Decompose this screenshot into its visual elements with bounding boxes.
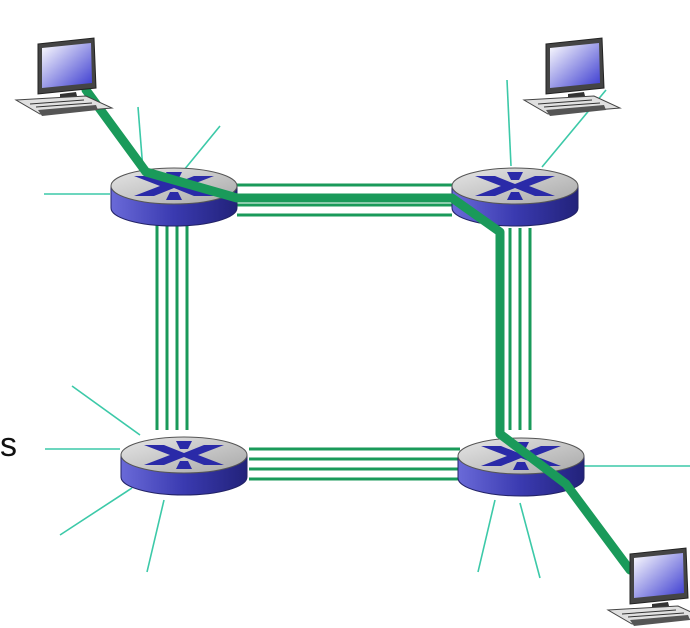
access-line [146, 499, 165, 573]
router-top-right [451, 167, 579, 227]
link-bottom [249, 447, 460, 481]
link-left [155, 225, 189, 430]
access-line [183, 125, 221, 171]
access-line [506, 79, 512, 167]
access-line [59, 487, 133, 536]
access-line [519, 502, 541, 579]
access-lines [44, 79, 690, 579]
active-circuit-path [81, 85, 635, 575]
desktop-computer-icon [15, 37, 113, 117]
desktop-computer-icon [523, 37, 621, 117]
access-line [477, 499, 496, 573]
access-line [71, 385, 141, 436]
router-bottom-left [120, 436, 248, 496]
cropped-edge-character: s [0, 426, 17, 464]
